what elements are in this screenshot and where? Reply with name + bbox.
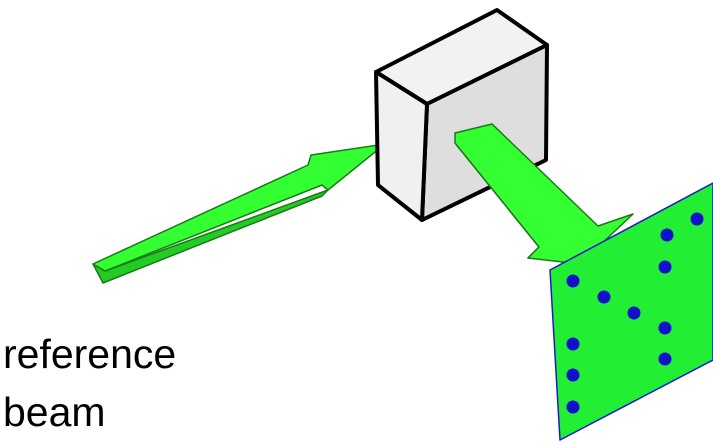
screen-dot: [660, 228, 674, 242]
screen-dot: [566, 337, 580, 351]
screen-dot: [566, 274, 580, 288]
reference-beam-arrow-top: [92, 143, 386, 272]
screen-dot: [566, 400, 580, 414]
output-beam-arrow: [454, 123, 634, 265]
screen-dot: [658, 321, 672, 335]
screen-dot: [658, 260, 672, 274]
reference-beam-label-line-2: beam: [3, 389, 106, 435]
screen-dot: [597, 290, 611, 304]
screen-dot: [690, 212, 704, 226]
reference-beam-arrow-underside: [92, 189, 329, 284]
screen-dot: [627, 306, 641, 320]
screen-dot: [566, 368, 580, 382]
output-screen: [549, 182, 713, 441]
cube-front-face: [374, 70, 429, 222]
screen-dot: [658, 352, 672, 366]
reference-beam-label-line-1: reference: [3, 331, 177, 377]
reference-beam-arrow: [92, 143, 386, 284]
